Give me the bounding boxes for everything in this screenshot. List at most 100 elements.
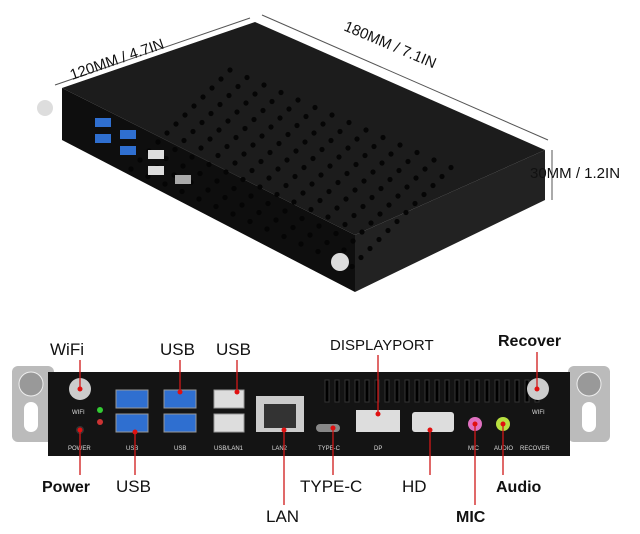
vent-hole [377,211,383,217]
vent-hole [217,101,223,108]
vent-hole [336,154,342,160]
vent-hole [349,263,355,270]
port [120,146,136,155]
vent-hole [350,238,356,244]
vent-hole [275,166,281,172]
panel-label-type-c: TYPE-C [318,446,341,452]
vent-hole [276,140,282,147]
vent-hole [329,112,335,118]
vent-hole [421,191,427,198]
vent-hole [315,248,321,255]
vent-slot [514,379,520,403]
usb-port [163,413,197,433]
vent-hole [361,178,367,184]
panel-label-usb: USB [174,446,186,452]
panel-label-usb-lan1: USB/LAN1 [214,446,244,452]
vent-hole [328,137,334,144]
callout-usb: USB [216,340,251,359]
vent-hole [367,245,373,252]
screw-right [576,371,602,397]
height-dimension: 30MM / 1.2IN [530,165,620,182]
vent-hole [327,163,333,169]
panel-label-usb: USB [126,446,138,452]
vent-hole [260,107,266,114]
vent-hole [257,184,263,190]
vent-hole [214,178,220,184]
length-dimension: 180MM / 7.1IN [341,18,438,72]
vent-hole [376,236,382,243]
vent-hole [344,170,350,177]
vent-hole [343,196,349,202]
vent-hole [362,152,368,159]
vent-hole [385,227,391,234]
vent-slot [494,379,500,403]
vent-hole [230,211,236,217]
vent-hole [258,158,264,165]
vent-hole [302,139,308,145]
vent-hole [346,119,352,126]
vent-hole [316,223,322,229]
port [120,130,136,139]
callout-hd: HD [402,477,427,496]
led-green [97,407,103,413]
vent-hole [267,149,273,156]
vent-hole [310,155,316,162]
ear-slot-left [24,402,38,432]
displayport-port [356,410,400,432]
vent-hole [300,190,306,196]
panel-label-mic: MIC [468,446,480,452]
vent-hole [335,179,341,186]
vent-hole [351,212,357,219]
callout-usb: USB [160,340,195,359]
callout-lines [77,352,540,505]
device-side-face [355,150,545,292]
vent-hole [182,112,188,118]
vent-hole [394,218,400,225]
vent-hole [298,241,304,247]
vent-hole [209,85,215,91]
vent-hole [233,134,239,141]
port [95,134,111,143]
vent-hole [248,193,254,199]
vent-hole [281,233,287,240]
vent-hole [223,169,229,175]
hdmi-port [412,412,454,432]
device-isometric-view [37,22,545,292]
vent-slot [424,379,430,403]
device-top-face [62,22,545,235]
vent-slot [484,379,490,403]
vent-hole [317,197,323,204]
vent-hole [352,187,358,193]
vent-hole [224,143,230,150]
vent-hole [354,136,360,142]
vent-slot [414,379,420,403]
callout-type-c: TYPE-C [300,477,362,496]
vent-hole [286,106,292,112]
vent-slot [444,379,450,403]
port [148,150,164,159]
dim-line-length [261,14,549,141]
vent-hole [320,121,326,127]
front-ports [95,118,191,184]
vent-hole [334,205,340,211]
vent-hole [200,94,206,100]
vent-hole [368,220,374,226]
vent-hole [180,163,186,169]
panel-vents [324,379,540,403]
vent-hole [225,118,231,124]
vent-hole [128,166,134,172]
vent-hole [216,127,222,133]
vent-hole [274,191,280,198]
screw-left [18,371,44,397]
vent-hole [249,167,255,174]
vent-hole [422,166,428,172]
front-panel: WIFI POWER USB USB USB/LAN1 LAN2 TYPE-C … [12,366,610,456]
vent-hole [250,142,256,148]
vent-hole [251,116,257,123]
vent-hole [190,128,196,135]
vent-slot [364,379,370,403]
vent-slot [334,379,340,403]
vent-hole [164,130,170,136]
vent-hole [337,128,343,135]
vent-slot [324,379,330,403]
